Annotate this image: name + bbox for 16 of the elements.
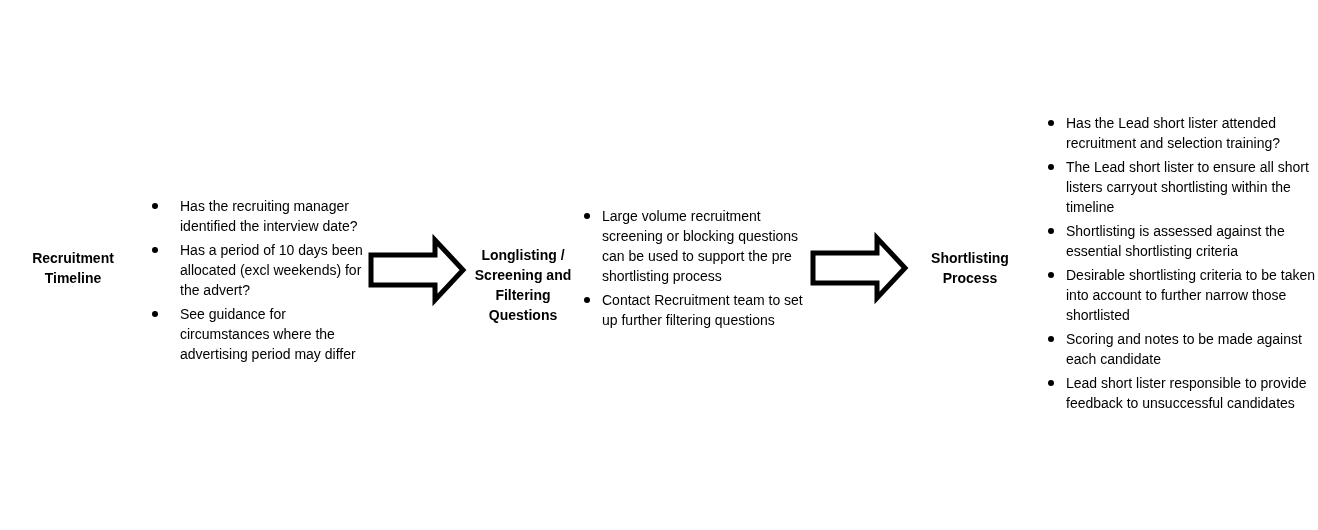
bullet-text: Lead short lister responsible to provide feedback to unsuccessful candidates xyxy=(1066,375,1307,411)
stage-label: Recruitment Timeline xyxy=(8,248,138,288)
bullet-text: Scoring and notes to be made against each candidate xyxy=(1066,331,1302,367)
bullet-text: Shortlisting is assessed against the essential shortlisting criteria xyxy=(1066,223,1285,259)
bullet-text: Large volume recruitment screening or blocking questions can be used to support the pre shortlisting process xyxy=(602,208,799,284)
stage-label: Shortlisting Process xyxy=(908,248,1032,288)
bullet-text: Contact Recruitment team to set up further filtering questions xyxy=(602,292,803,328)
bullet-text: Desirable shortlisting criteria to be taken into account to further narrow those shortlisted xyxy=(1066,267,1315,323)
bullet-text: Has a period of 10 days been allocated (excl weekends) for the advert? xyxy=(180,242,363,298)
bullet-text: Has the Lead short lister attended recruitment and selection training? xyxy=(1066,115,1280,151)
block-arrow xyxy=(368,233,467,307)
bullet-text: Has the recruiting manager identified the interview date? xyxy=(180,198,358,234)
stage-label: Longlisting / Screening and Filtering Questions xyxy=(466,245,580,325)
bullet-text: See guidance for circumstances where the advertising period may differ xyxy=(180,306,356,362)
bullet-text: The Lead short lister to ensure all short listers carryout shortlisting within the timeline xyxy=(1066,159,1309,215)
block-arrow xyxy=(810,231,909,305)
